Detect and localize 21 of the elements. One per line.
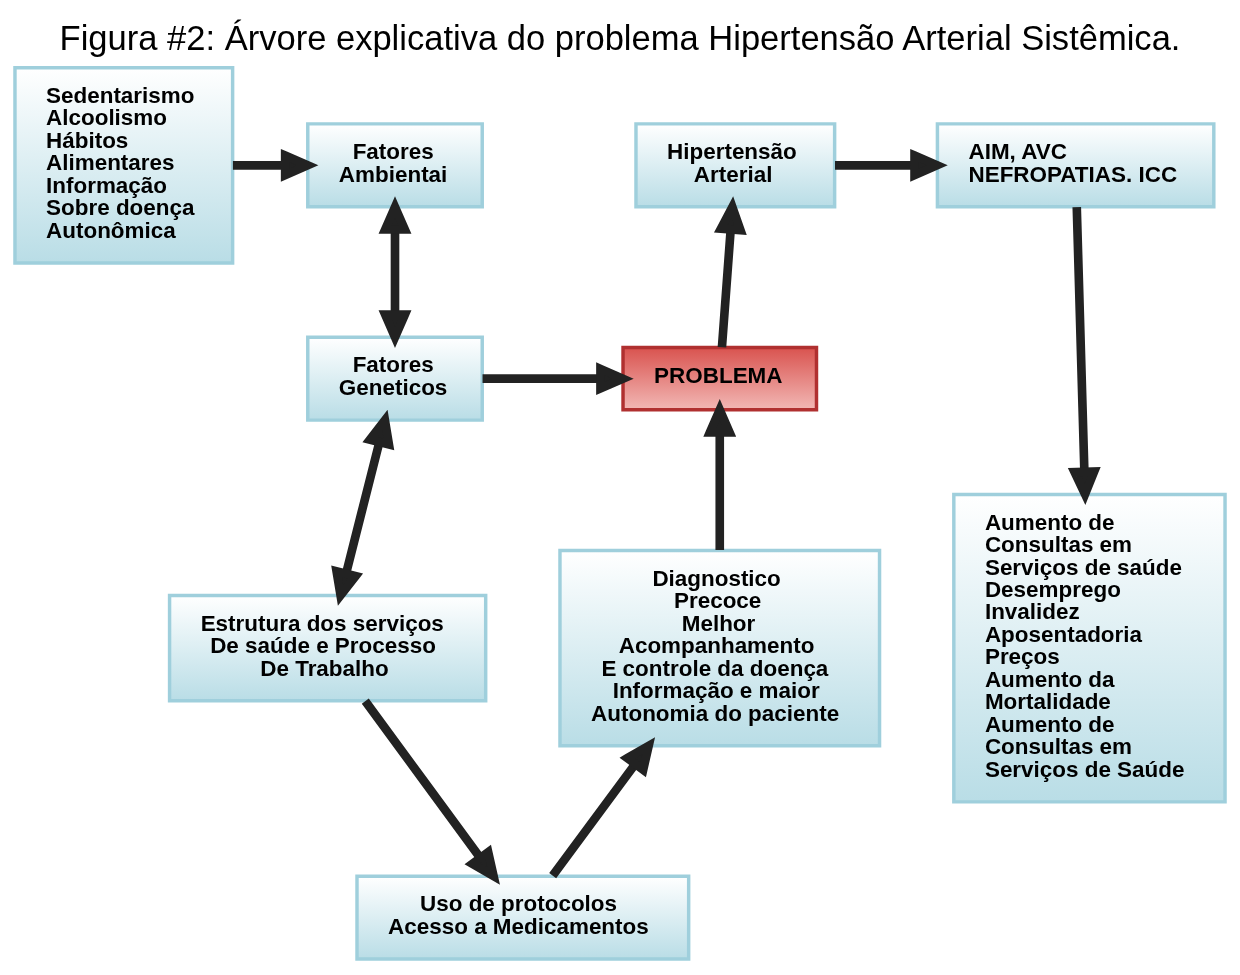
node-box: Uso de protocolos Acesso a Medicamentos [355,874,691,961]
arrow [361,698,500,885]
arrow [482,362,634,396]
arrow [703,399,737,550]
node-box: AIM, AVC NEFROPATIAS. ICC [935,122,1216,209]
diagram-title: Figura #2: Árvore explicativa do problema Hipertensão Arterial Sistêmica. [59,19,1181,58]
node-box: Fatores Ambientai [306,122,484,209]
node-box: Sedentarismo Alcoolismo Hábitos Alimentares Informação Sobre doença Autonômica [13,66,235,265]
node-box: Diagnostico Precoce Melhor Acompanhamento E controle da doença Informação e maior Autonomia do paciente [558,548,882,748]
node-box: PROBLEMA [621,345,819,412]
arrow [549,737,656,879]
arrow [378,196,412,348]
arrow [232,148,319,182]
node-box: Fatores Geneticos [306,335,484,422]
arrow [713,196,747,348]
arrow [331,409,395,606]
arrow [835,148,948,182]
node-box: Hipertensão Arterial [634,122,837,209]
node-box: Estrutura dos serviços De saúde e Processo De Trabalho [167,593,488,703]
arrow [1067,207,1101,505]
node-box: Aumento de Consultas em Serviços de saúde Desemprego Invalidez Aposentadoria Preços Aumento da Mortalidade Aumento de Consultas em Serviços de Saúde [952,492,1227,804]
